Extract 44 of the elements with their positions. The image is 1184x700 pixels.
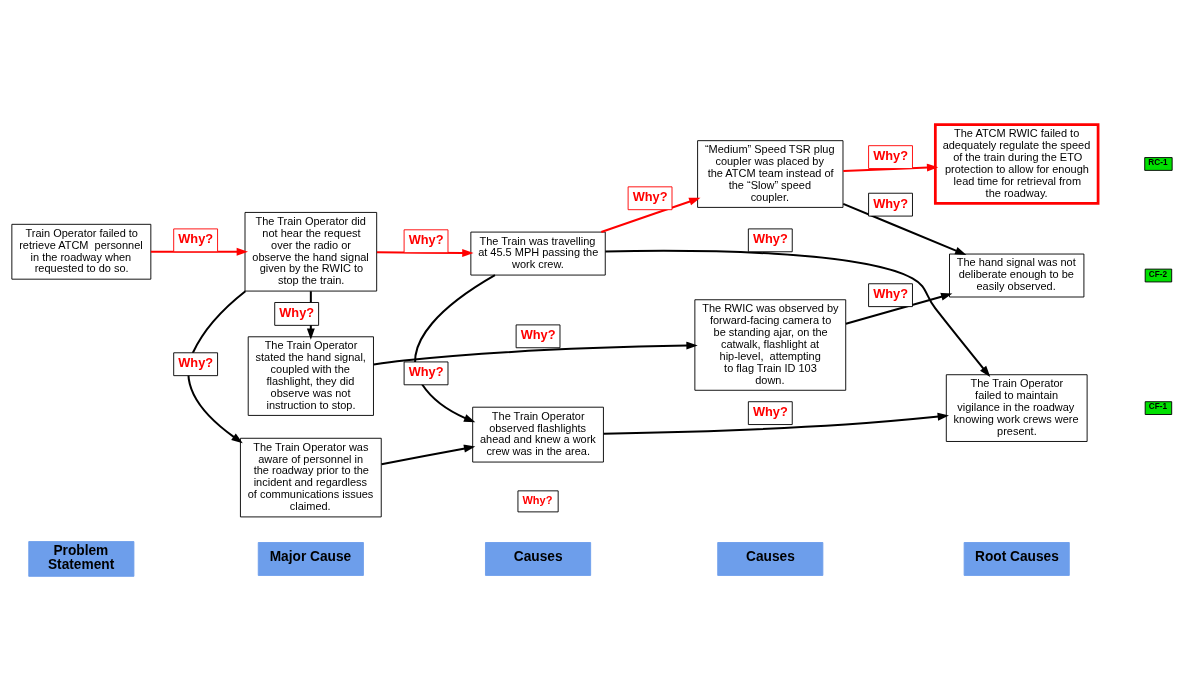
node-box: Causes (717, 541, 824, 576)
node-box: Train Operator failed to retrieve ATCM personnel in the roadway when requested to do so. (11, 223, 152, 280)
arrow (150, 247, 248, 256)
node-box: The ATCM RWIC failed to adequately regulate the speed of the train during the ETO protection to allow for enough lead time for retrieval from the roadway. (933, 122, 1100, 205)
arrow (414, 273, 496, 422)
label: Why? (522, 493, 553, 506)
node-box: The hand signal was not deliberate enough to be easily observed. (949, 253, 1085, 297)
node-box: CF-2 (1144, 268, 1173, 282)
edge-label: Why? (873, 285, 908, 301)
arrow (381, 444, 476, 465)
edge-label: Why? (752, 230, 788, 246)
node-box: The Train Operator failed to maintain vigilance in the roadway knowing work crews were present. (945, 373, 1088, 442)
edge-label: Why? (873, 195, 908, 211)
node-box: “Medium” Speed TSR plug coupler was placed by the ATCM team instead of the “Slow” speed coupler. (697, 139, 844, 208)
arrow (601, 197, 701, 233)
arrow (605, 249, 991, 377)
edge-label: Why? (632, 188, 668, 204)
arrow (842, 202, 967, 255)
node-box: The Train Operator was aware of personnel in the roadway prior to the incident and regardless of communications issues claimed. (240, 437, 382, 517)
node-box: Causes (485, 541, 592, 576)
edge-label: Why? (178, 230, 214, 246)
arrow (376, 248, 474, 257)
node-box: CF-1 (1144, 400, 1173, 415)
node-box: Major Cause (257, 541, 364, 576)
node-box: The Train Operator observed flashlights ahead and knew a work crew was in the area. (472, 406, 604, 462)
node-box: Root Causes (963, 541, 1070, 576)
edge-label: Why? (408, 363, 444, 379)
node-box: RC-1 (1144, 156, 1173, 171)
edge-label: Why? (520, 326, 556, 342)
arrow (603, 412, 949, 435)
edge-label: Why? (178, 354, 214, 370)
edge-label: Why? (408, 231, 444, 247)
arrow (845, 292, 953, 325)
edge-label: Why? (752, 403, 788, 419)
node-box: The Train was travelling at 45.5 MPH passing the work crew. (470, 231, 606, 276)
edge-label: Why? (873, 147, 908, 163)
edge-label: Why? (279, 304, 315, 320)
arrow (187, 290, 246, 443)
node-box: The Train Operator stated the hand signal, coupled with the flashlight, they did observe was not instruction to stop. (247, 335, 374, 416)
node-box: The Train Operator did not hear the request over the radio or observe the hand signal given by the RWIC to stop the train. (244, 211, 378, 292)
node-box: The RWIC was observed by forward-facing camera to be standing ajar, on the catwalk, flashlight at hip-level, attempting to flag Train ID 103 down. (694, 298, 847, 391)
node-box: Problem Statement (28, 540, 135, 577)
arrow (373, 341, 698, 366)
arrow (843, 163, 939, 172)
